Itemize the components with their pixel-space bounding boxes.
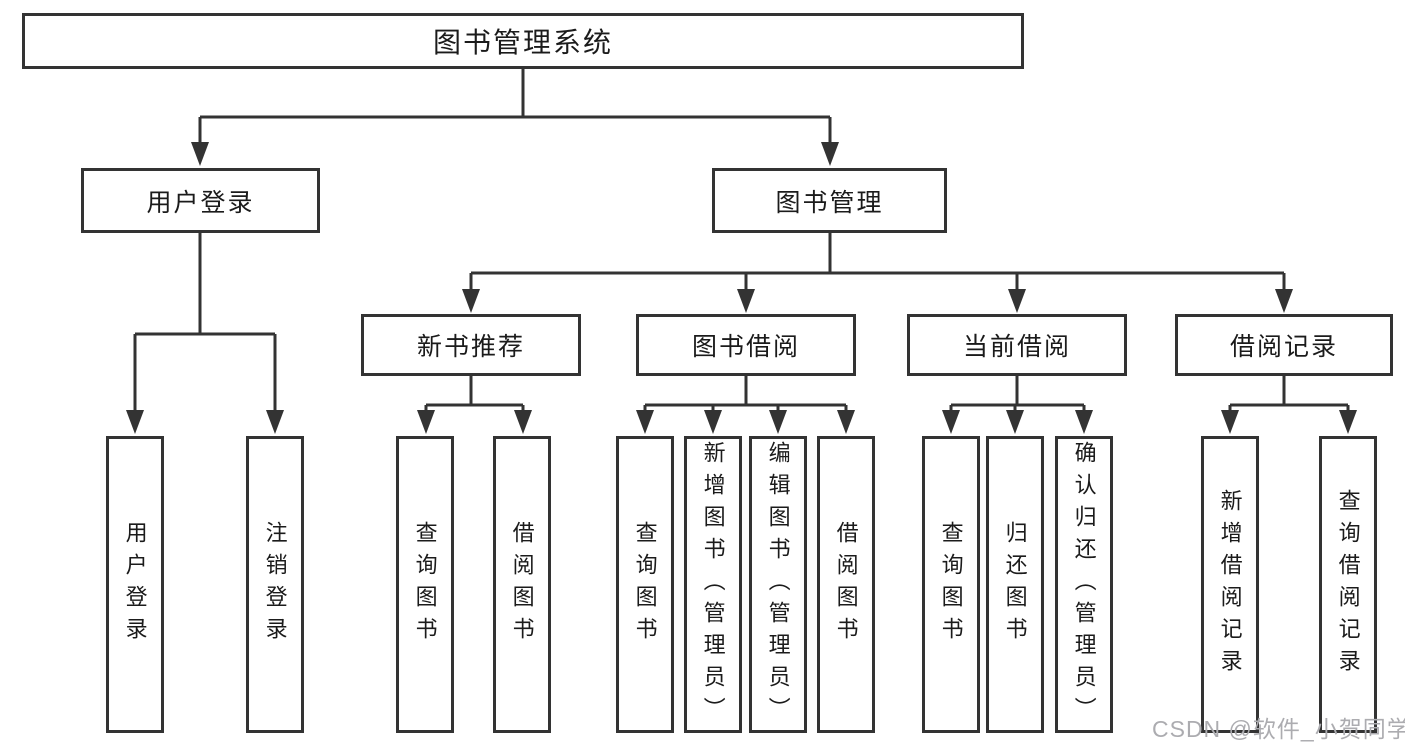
node-book-borrowing: 图书借阅 bbox=[636, 314, 856, 376]
leaf-label: 借阅图书 bbox=[509, 520, 535, 649]
leaf-label: 归还图书 bbox=[1002, 520, 1028, 649]
leaf-label: 新增图书（管理员） bbox=[700, 440, 726, 729]
node-book-management: 图书管理 bbox=[712, 168, 947, 233]
leaf-add-borrow-record: 新增借阅记录 bbox=[1201, 436, 1259, 733]
leaf-query-books-current: 查询图书 bbox=[922, 436, 980, 733]
leaf-label: 查询图书 bbox=[412, 520, 438, 649]
node-label: 借阅记录 bbox=[1229, 333, 1338, 361]
leaf-label: 新增借阅记录 bbox=[1217, 488, 1243, 681]
leaf-borrow-books: 借阅图书 bbox=[817, 436, 875, 733]
leaf-query-books-recommend: 查询图书 bbox=[396, 436, 454, 733]
leaf-label: 借阅图书 bbox=[833, 520, 859, 649]
leaf-label: 查询图书 bbox=[938, 520, 964, 649]
arrowhead-icons bbox=[126, 142, 1357, 434]
leaf-label: 注销登录 bbox=[262, 520, 288, 649]
leaf-query-books-borrowing: 查询图书 bbox=[616, 436, 674, 733]
node-label: 新书推荐 bbox=[416, 333, 525, 361]
node-new-book-recommendation: 新书推荐 bbox=[361, 314, 581, 376]
leaf-confirm-return-admin: 确认归还（管理员） bbox=[1055, 436, 1113, 733]
node-label: 图书管理 bbox=[775, 188, 884, 217]
node-label: 用户登录 bbox=[146, 188, 255, 217]
leaf-logout: 注销登录 bbox=[246, 436, 304, 733]
csdn-watermark: CSDN @软件_小贺同学 bbox=[1152, 716, 1405, 742]
node-label: 当前借阅 bbox=[962, 333, 1071, 361]
node-library-management-system: 图书管理系统 bbox=[22, 13, 1024, 69]
node-current-borrowing: 当前借阅 bbox=[907, 314, 1127, 376]
leaf-user-login: 用户登录 bbox=[106, 436, 164, 733]
leaf-label: 用户登录 bbox=[122, 520, 148, 649]
leaf-label: 查询图书 bbox=[632, 520, 658, 649]
node-label: 图书管理系统 bbox=[432, 27, 613, 58]
node-label: 图书借阅 bbox=[691, 333, 800, 361]
leaf-add-books-admin: 新增图书（管理员） bbox=[684, 436, 742, 733]
leaf-label: 确认归还（管理员） bbox=[1071, 440, 1097, 729]
leaf-label: 编辑图书（管理员） bbox=[765, 440, 791, 729]
leaf-edit-books-admin: 编辑图书（管理员） bbox=[749, 436, 807, 733]
node-borrowing-records: 借阅记录 bbox=[1175, 314, 1393, 376]
leaf-label: 查询借阅记录 bbox=[1335, 488, 1361, 681]
leaf-borrow-books-recommend: 借阅图书 bbox=[493, 436, 551, 733]
leaf-return-books: 归还图书 bbox=[986, 436, 1044, 733]
leaf-query-borrow-record: 查询借阅记录 bbox=[1319, 436, 1377, 733]
node-user-login: 用户登录 bbox=[81, 168, 320, 233]
